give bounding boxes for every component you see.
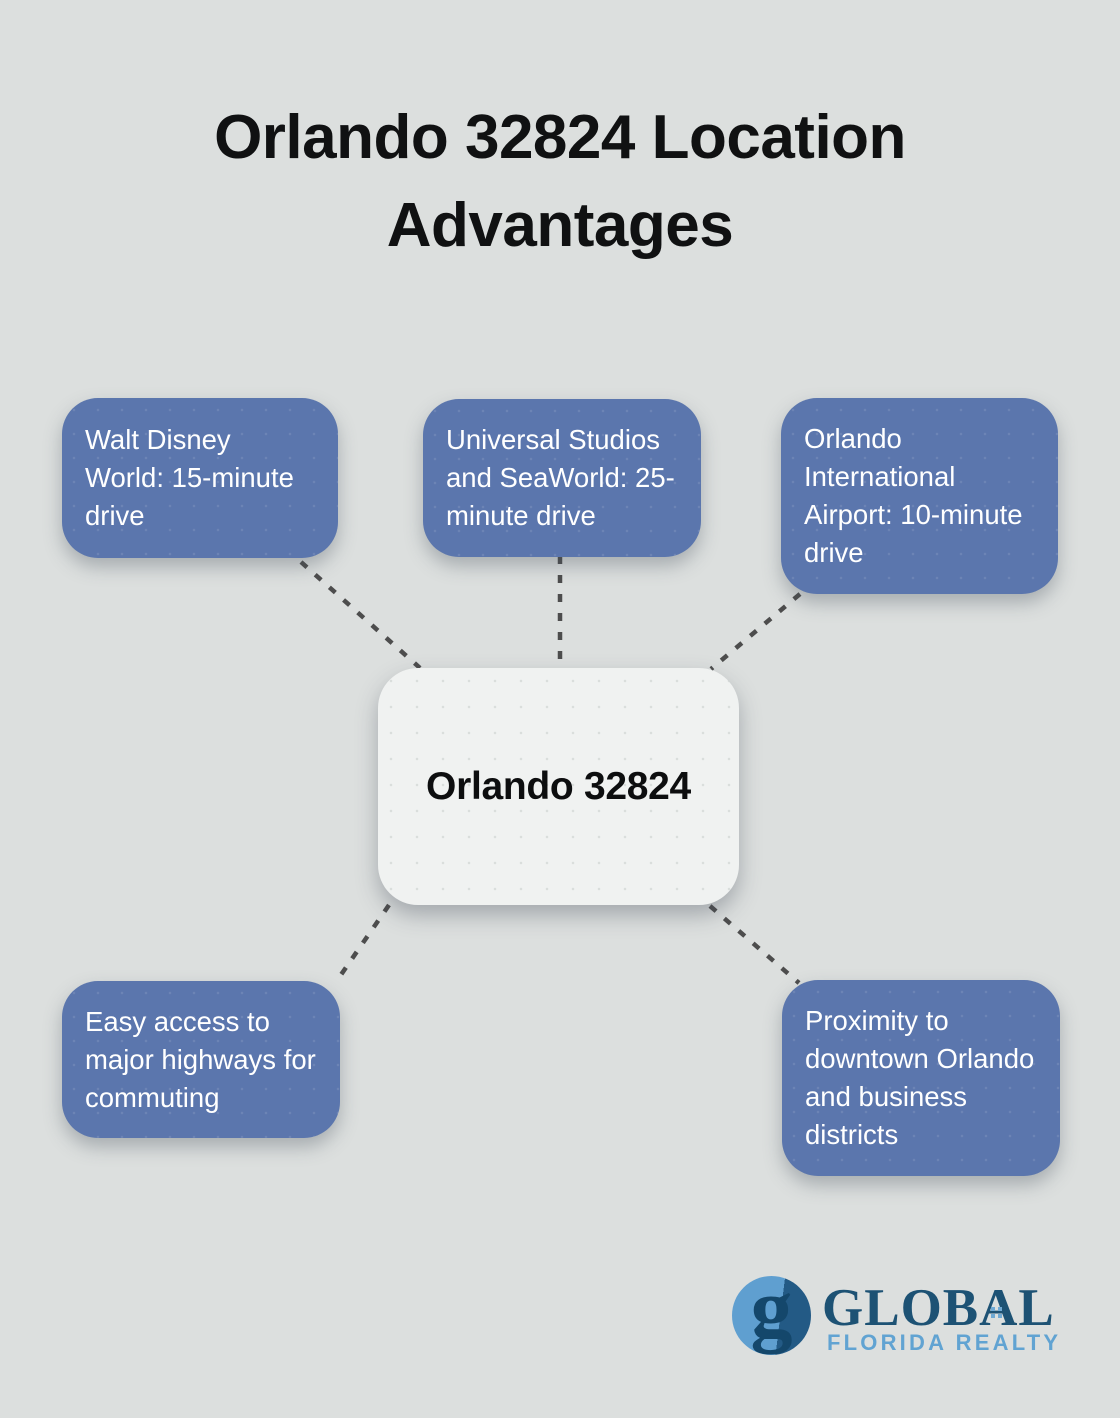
page-title: Orlando 32824 Location Advantages [214,103,906,261]
node-label: Universal Studios and SeaWorld: 25-minut… [446,424,675,531]
logo-tagline: FLORIDA REALTY [827,1330,1062,1355]
connector-airport-to-center [709,592,802,671]
logo-monogram: g [750,1261,793,1355]
center-node-label: Orlando 32824 [426,764,691,808]
connector-disney-to-center [299,560,422,670]
node-universal-seaworld: Universal Studios and SeaWorld: 25-minut… [423,399,701,557]
logo-company-name: GLOBAL [822,1279,1055,1337]
node-label: Proximity to downtown Orlando and busine… [805,1005,1035,1150]
house-window-icon [991,1307,1002,1318]
node-highway-access: Easy access to major highways for commut… [62,981,340,1138]
node-orlando-airport: Orlando International Airport: 10-minute… [781,398,1058,594]
connector-center-to-downtown [708,904,801,985]
node-walt-disney-world: Walt Disney World: 15-minute drive [62,398,338,558]
connector-center-to-highways [334,903,391,984]
node-downtown-proximity: Proximity to downtown Orlando and busine… [782,980,1060,1176]
global-florida-realty-logo: g GLOBAL FLORIDA REALTY [732,1266,1062,1366]
logo-g-icon: g [732,1266,811,1355]
center-node: Orlando 32824 [378,668,739,905]
node-label: Walt Disney World: 15-minute drive [85,424,294,531]
node-label: Easy access to major highways for commut… [85,1005,316,1113]
node-label: Orlando International Airport: 10-minute… [804,423,1023,568]
